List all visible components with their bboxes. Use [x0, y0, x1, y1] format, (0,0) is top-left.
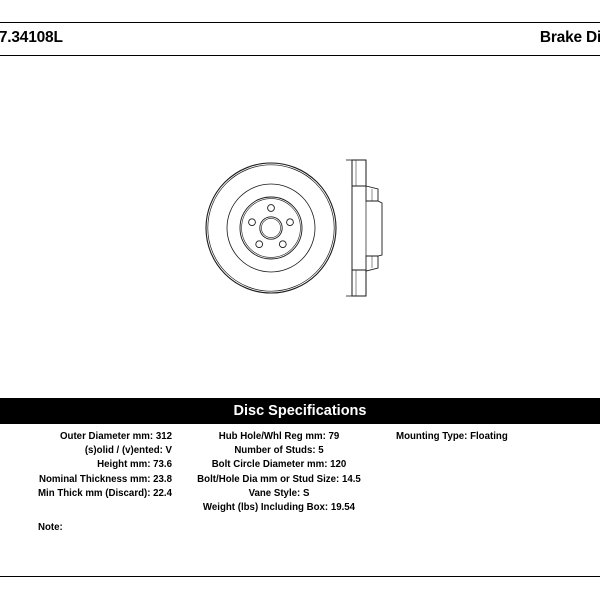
spec-item: Nominal Thickness mm: 23.8 — [39, 473, 172, 485]
spec-band: Disc Specifications — [0, 398, 600, 424]
rotor-drawing-svg — [205, 159, 383, 297]
spec-item: (s)olid / (v)ented: V — [84, 445, 172, 457]
bottom-divider — [0, 576, 600, 577]
part-number: 127.34108L — [0, 29, 63, 46]
spec-item: Bolt Circle Diameter mm: 120 — [211, 459, 347, 471]
technical-drawing — [0, 60, 600, 390]
spec-item: Outer Diameter mm: 312 — [60, 431, 172, 442]
spec-column-left: Outer Diameter mm: 312 (s)olid / (v)ente… — [0, 430, 172, 501]
spec-column-right: Mounting Type: Floating — [396, 430, 600, 444]
rotor-section-view — [346, 159, 383, 297]
spec-columns: Outer Diameter mm: 312 (s)olid / (v)ente… — [0, 430, 600, 540]
spec-item: Bolt/Hole Dia mm or Stud Size: 14.5 — [197, 473, 361, 485]
spec-item: Min Thick mm (Discard): 22.4 — [37, 487, 172, 499]
header-bar: 127.34108L Brake Disc — [0, 22, 600, 56]
spec-column-middle: Hub Hole/Whl Reg mm: 79 Number of Studs:… — [186, 430, 372, 515]
note-label: Note: — [38, 522, 63, 533]
rotor-outer-circle — [205, 162, 337, 294]
spec-item: Height mm: 73.6 — [97, 459, 172, 471]
spec-item: Vane Style: S — [248, 487, 310, 499]
spec-item: Number of Studs: 5 — [234, 445, 324, 457]
spec-band-title: Disc Specifications — [233, 403, 367, 419]
spec-item: Hub Hole/Whl Reg mm: 79 — [218, 431, 340, 442]
spec-item: Mounting Type: Floating — [396, 431, 508, 442]
spec-item: Weight (lbs) Including Box: 19.54 — [202, 502, 356, 514]
page-title: Brake Disc — [539, 29, 600, 46]
